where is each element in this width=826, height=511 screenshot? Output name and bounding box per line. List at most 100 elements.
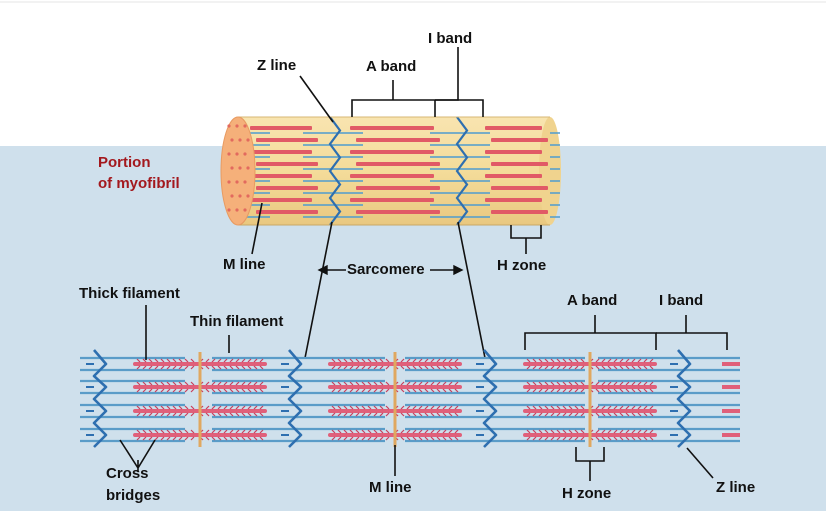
- cross-bridge: [154, 436, 159, 441]
- cross-bridge: [556, 388, 561, 393]
- cross-bridge: [190, 436, 195, 441]
- cross-bridge: [436, 358, 441, 363]
- cross-bridge: [343, 429, 348, 434]
- cross-bridge: [442, 365, 447, 370]
- cross-bridge: [190, 405, 195, 410]
- cross-bridge: [235, 358, 240, 363]
- bottom-z-line-label: Z line: [716, 479, 756, 496]
- cross-bridge: [385, 388, 390, 393]
- cross-bridge: [454, 412, 459, 417]
- cross-bridge: [331, 381, 336, 386]
- cross-bridge: [223, 405, 228, 410]
- cross-bridge: [385, 405, 390, 410]
- cross-bridge: [400, 358, 405, 363]
- cross-bridge: [136, 381, 141, 386]
- cross-bridge: [154, 412, 159, 417]
- cross-bridge: [613, 388, 618, 393]
- cross-bridge: [568, 358, 573, 363]
- cross-bridge: [448, 412, 453, 417]
- cross-bridge: [544, 412, 549, 417]
- cross-bridge: [418, 381, 423, 386]
- cross-bridge: [637, 358, 642, 363]
- z-line-leader-bottom: [686, 447, 714, 479]
- cross-bridge: [556, 405, 561, 410]
- cross-bridge: [649, 412, 654, 417]
- cross-bridge: [637, 436, 642, 441]
- top-i-band-label: I band: [428, 30, 473, 47]
- cross-bridge: [568, 388, 573, 393]
- cross-bridge: [637, 388, 642, 393]
- cylinder-thick-filament: [485, 198, 542, 202]
- cylinder-thick-filament: [250, 126, 312, 130]
- cross-bridge: [385, 412, 390, 417]
- cross-bridge: [538, 381, 543, 386]
- cross-bridge: [619, 365, 624, 370]
- top-h-zone-label: H zone: [497, 257, 547, 274]
- cross-bridge: [166, 436, 171, 441]
- cross-bridge: [142, 388, 147, 393]
- i-band-bracket-bottom: [656, 315, 728, 350]
- cross-bridge: [379, 429, 384, 434]
- cross-bridge: [448, 405, 453, 410]
- cross-bridge: [190, 429, 195, 434]
- cross-bridge: [400, 429, 405, 434]
- cross-bridge: [355, 405, 360, 410]
- cylinder-thick-filament: [350, 126, 434, 130]
- cross-bridge: [184, 429, 189, 434]
- cross-bridge: [355, 365, 360, 370]
- cross-bridge: [412, 365, 417, 370]
- cross-bridge: [148, 365, 153, 370]
- cross-bridge: [247, 381, 252, 386]
- cross-bridge: [448, 365, 453, 370]
- cross-bridge: [259, 358, 264, 363]
- cross-bridge: [229, 358, 234, 363]
- cross-bridge: [550, 388, 555, 393]
- bottom-a-band-label: A band: [567, 292, 618, 309]
- cylinder-end-dot: [230, 138, 234, 142]
- cross-bridge: [448, 381, 453, 386]
- cross-bridge: [574, 429, 579, 434]
- cross-bridge: [349, 436, 354, 441]
- cross-bridge: [412, 381, 417, 386]
- cross-bridge: [205, 405, 210, 410]
- cylinder-end-dot: [230, 166, 234, 170]
- cross-bridge: [607, 412, 612, 417]
- cross-bridge: [412, 358, 417, 363]
- cross-bridge: [367, 429, 372, 434]
- cross-bridge: [412, 436, 417, 441]
- cross-bridge: [235, 365, 240, 370]
- cross-bridge: [532, 436, 537, 441]
- cross-bridge: [526, 429, 531, 434]
- cross-bridge: [385, 381, 390, 386]
- cross-bridge: [448, 436, 453, 441]
- cross-bridge: [580, 358, 585, 363]
- cross-bridge: [424, 429, 429, 434]
- cross-bridge: [532, 405, 537, 410]
- cylinder-right-end: [539, 117, 561, 225]
- cross-bridge: [613, 429, 618, 434]
- cross-bridge: [148, 429, 153, 434]
- cross-bridge: [259, 436, 264, 441]
- cross-bridge: [160, 436, 165, 441]
- cross-bridge: [367, 436, 372, 441]
- cross-bridge: [379, 381, 384, 386]
- cross-bridge: [343, 358, 348, 363]
- cross-bridge: [223, 436, 228, 441]
- cross-bridge: [595, 429, 600, 434]
- cross-bridge: [241, 358, 246, 363]
- cross-bridge: [160, 429, 165, 434]
- cross-bridge: [154, 358, 159, 363]
- cylinder-thick-filament: [256, 162, 318, 166]
- cross-bridge: [373, 436, 378, 441]
- cross-bridge: [172, 381, 177, 386]
- cross-bridge: [178, 388, 183, 393]
- cross-bridge: [643, 358, 648, 363]
- cross-label: Cross: [106, 465, 149, 482]
- cross-bridge: [532, 358, 537, 363]
- cylinder-end-dot: [235, 208, 239, 212]
- cross-bridge: [538, 388, 543, 393]
- sarcomere-label: Sarcomere: [347, 261, 425, 278]
- cylinder-thick-filament: [485, 126, 542, 130]
- cross-bridge: [406, 358, 411, 363]
- cross-bridge: [349, 388, 354, 393]
